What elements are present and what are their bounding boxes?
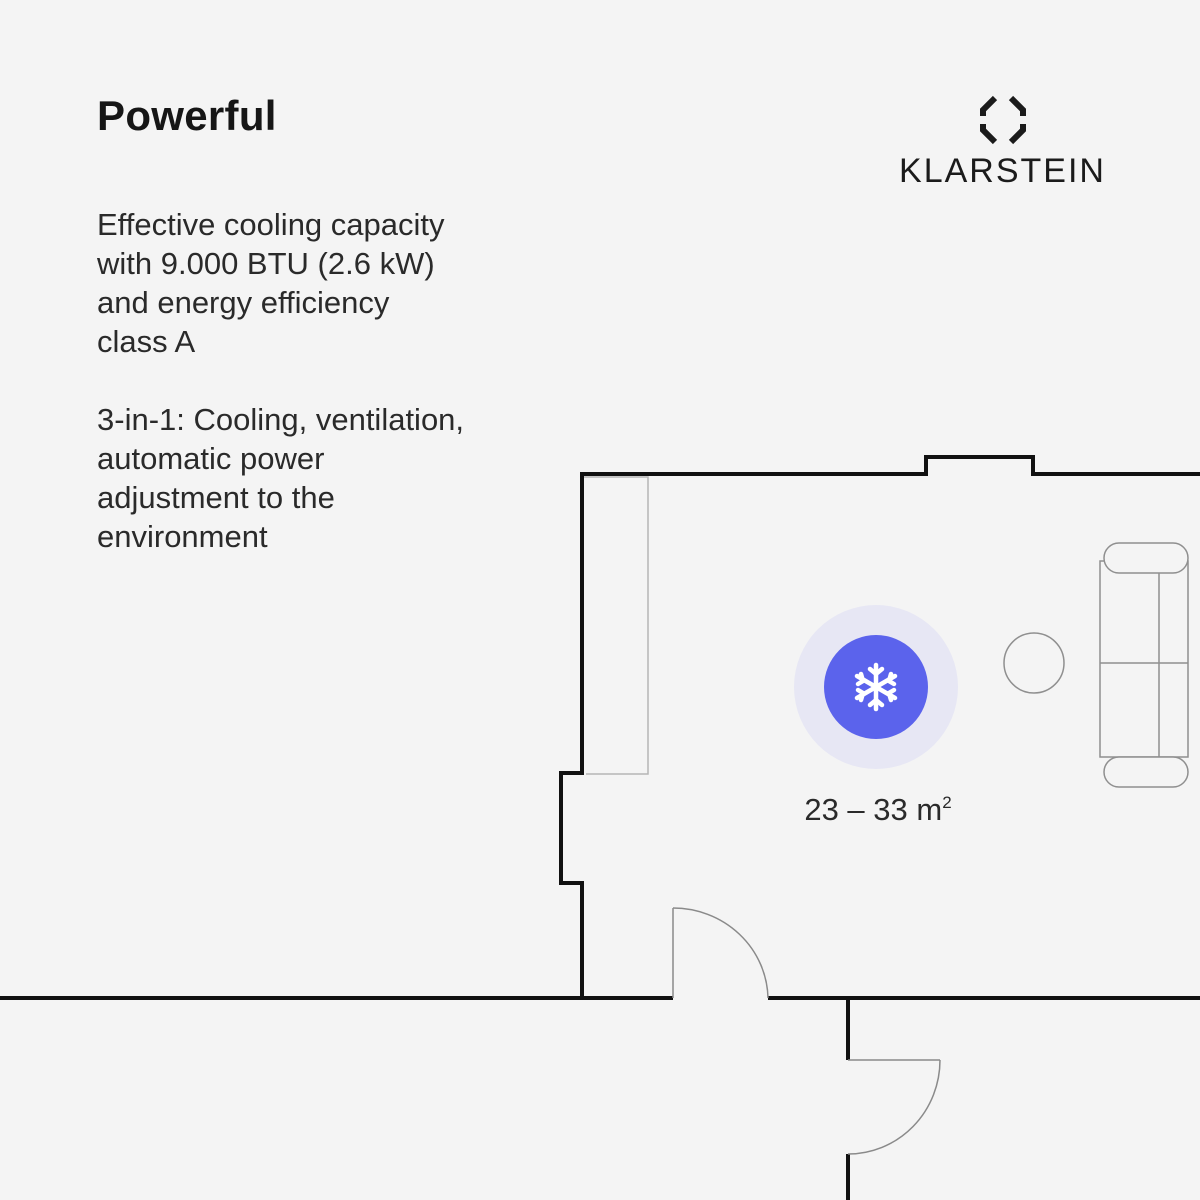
snowflake-icon xyxy=(854,662,898,712)
octagon-diamond-logo-icon xyxy=(979,95,1026,145)
coverage-area-unit-exponent: 2 xyxy=(942,793,952,812)
brand-name: KLARSTEIN xyxy=(899,152,1106,190)
floor-plan-doors xyxy=(672,907,941,1155)
floor-plan-furniture xyxy=(1003,542,1189,788)
cooling-unit-badge xyxy=(824,635,928,739)
floor-plan-interior-lines xyxy=(584,476,649,775)
coverage-area-range: 23 – 33 m xyxy=(804,792,943,827)
feature-3in1-text: 3-in-1: Cooling, ventilation, automatic … xyxy=(97,402,465,554)
coverage-area-label: 23 – 33 m2 xyxy=(770,792,986,828)
round-table xyxy=(1003,632,1065,694)
sofa xyxy=(1099,542,1189,788)
feature-capacity-text: Effective cooling capacity with 9.000 BT… xyxy=(97,207,445,359)
brand-logo: KLARSTEIN xyxy=(895,94,1110,191)
floor-plan-walls xyxy=(0,455,1200,1200)
headline: Powerful xyxy=(97,92,277,139)
